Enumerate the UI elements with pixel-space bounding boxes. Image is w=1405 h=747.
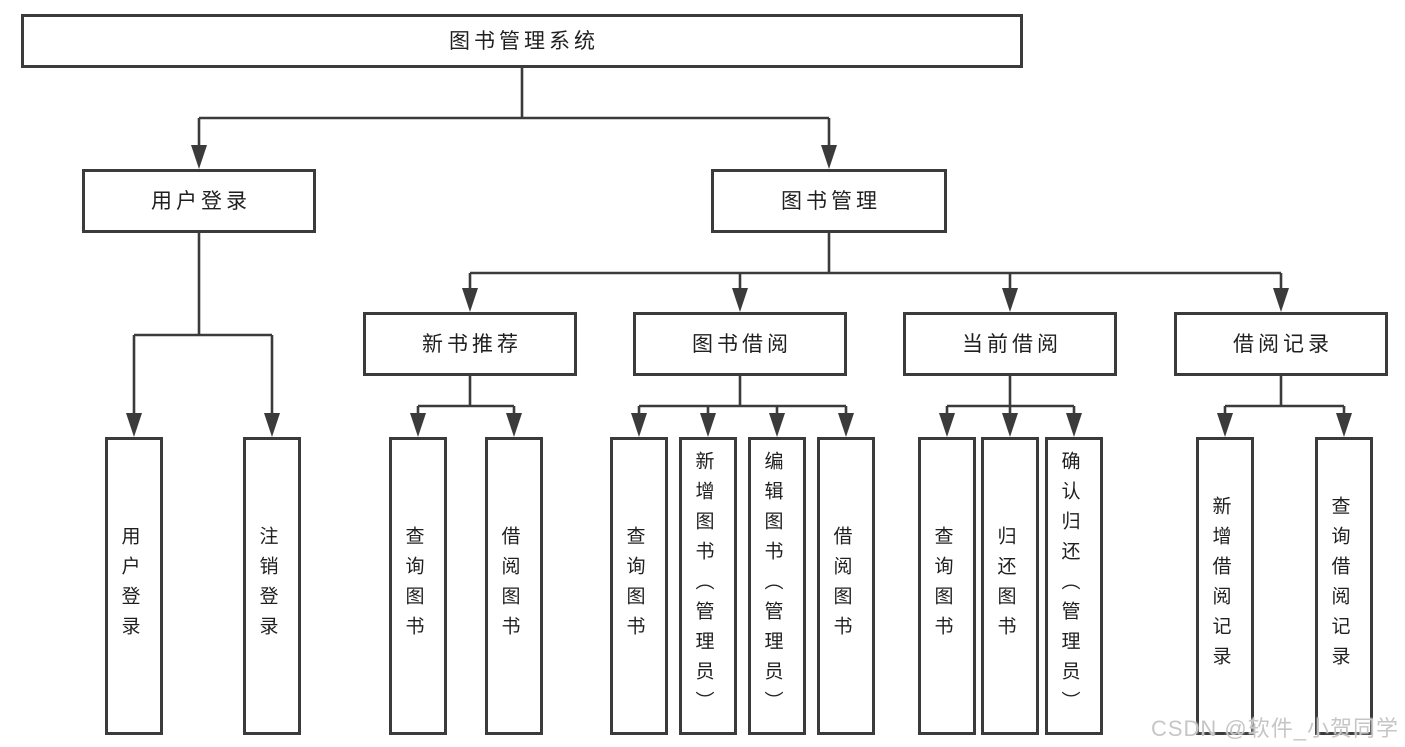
leaf-confirm-return-admin: 确认归还（管理员） xyxy=(1045,437,1103,735)
leaf-search-borrow-record: 查询借阅记录 xyxy=(1315,437,1373,735)
node-user-login: 用户登录 xyxy=(82,169,316,233)
node-book-management: 图书管理 xyxy=(711,169,947,233)
leaf-return-books: 归还图书 xyxy=(981,437,1039,735)
leaf-borrow-books: 借阅图书 xyxy=(485,437,543,735)
leaf-search-books-2: 查询图书 xyxy=(610,437,668,735)
node-current-borrowing: 当前借阅 xyxy=(903,312,1117,376)
leaf-edit-books-admin: 编辑图书（管理员） xyxy=(748,437,806,735)
leaf-logout: 注销登录 xyxy=(243,437,301,735)
watermark-text: CSDN @软件_小贺同学 xyxy=(1150,716,1399,741)
leaf-user-login: 用户登录 xyxy=(105,437,163,735)
node-book-borrowing: 图书借阅 xyxy=(633,312,847,376)
leaf-search-books-3: 查询图书 xyxy=(918,437,976,735)
leaf-add-books-admin: 新增图书（管理员） xyxy=(679,437,737,735)
node-new-book-recommendation: 新书推荐 xyxy=(363,312,577,376)
leaf-borrow-books-2: 借阅图书 xyxy=(817,437,875,735)
node-library-management-system: 图书管理系统 xyxy=(21,14,1023,68)
node-borrowing-records: 借阅记录 xyxy=(1174,312,1388,376)
leaf-add-borrow-record: 新增借阅记录 xyxy=(1196,437,1254,735)
leaf-search-books: 查询图书 xyxy=(389,437,447,735)
